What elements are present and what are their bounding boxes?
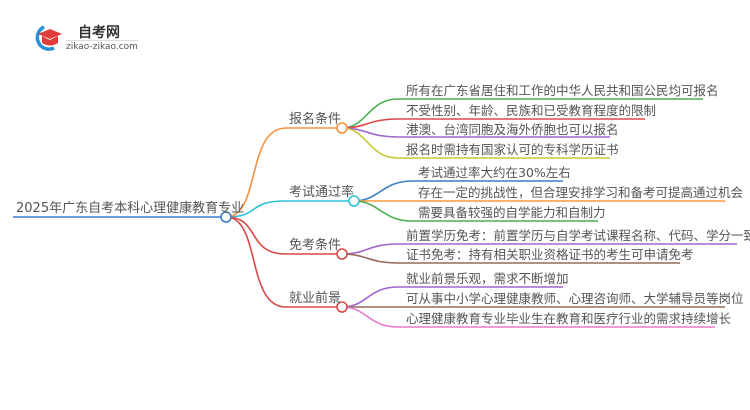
- root-node-handle[interactable]: [220, 211, 232, 223]
- leaf[interactable]: 存在一定的挑战性，但合理安排学习和备考可提高通过机会: [418, 185, 744, 200]
- logo: 自考网 zikao-zikao.com: [30, 22, 150, 52]
- leaf[interactable]: 证书免考：持有相关职业资格证书的考生可申请免考: [406, 247, 694, 262]
- leaf[interactable]: 报名时需持有国家认可的专科学历证书: [406, 142, 619, 157]
- branch-node-handle[interactable]: [348, 195, 360, 207]
- leaf[interactable]: 考试通过率大约在30%左右: [418, 165, 571, 180]
- leaf-connector: [341, 253, 680, 264]
- leaf-connector: [353, 200, 598, 222]
- leaf[interactable]: 就业前景乐观，需求不断增加: [406, 271, 569, 286]
- leaf[interactable]: 可从事中小学心理健康教师、心理咨询师、大学辅导员等岗位: [406, 291, 744, 306]
- leaf[interactable]: 需要具备较强的自学能力和自制力: [418, 205, 606, 220]
- branch-pass-rate[interactable]: 考试通过率: [289, 185, 355, 200]
- branch-node-handle[interactable]: [336, 301, 348, 313]
- branch-connector: [225, 200, 354, 218]
- leaf[interactable]: 前置学历免考：前置学历与自学考试课程名称、代码、学分一致: [406, 228, 750, 243]
- leaf-connector: [341, 306, 715, 328]
- leaf[interactable]: 心理健康教育专业毕业生在教育和医疗行业的需求持续增长: [406, 311, 732, 326]
- logo-name: 自考网: [78, 25, 120, 41]
- graduation-cap-icon: [35, 25, 62, 51]
- branch-node-handle[interactable]: [336, 122, 348, 134]
- branch-node-handle[interactable]: [336, 248, 348, 260]
- leaf[interactable]: 不受性别、年龄、民族和已受教育程度的限制: [406, 103, 657, 118]
- root-node[interactable]: 2025年广东自考本科心理健康教育专业: [16, 201, 245, 216]
- branch-connector: [225, 127, 342, 218]
- leaf[interactable]: 港澳、台湾同胞及海外侨胞也可以报名: [406, 122, 619, 137]
- branch-connector: [225, 216, 342, 255]
- branch-connector: [225, 216, 342, 308]
- leaf-connector: [341, 127, 610, 159]
- logo-url: zikao-zikao.com: [66, 40, 138, 52]
- branch-registration[interactable]: 报名条件: [289, 112, 342, 127]
- leaf[interactable]: 所有在广东省居住和工作的中华人民共和国公民均可报名: [406, 83, 719, 98]
- branch-exemption[interactable]: 免考条件: [289, 238, 342, 253]
- branch-employment[interactable]: 就业前景: [289, 291, 342, 306]
